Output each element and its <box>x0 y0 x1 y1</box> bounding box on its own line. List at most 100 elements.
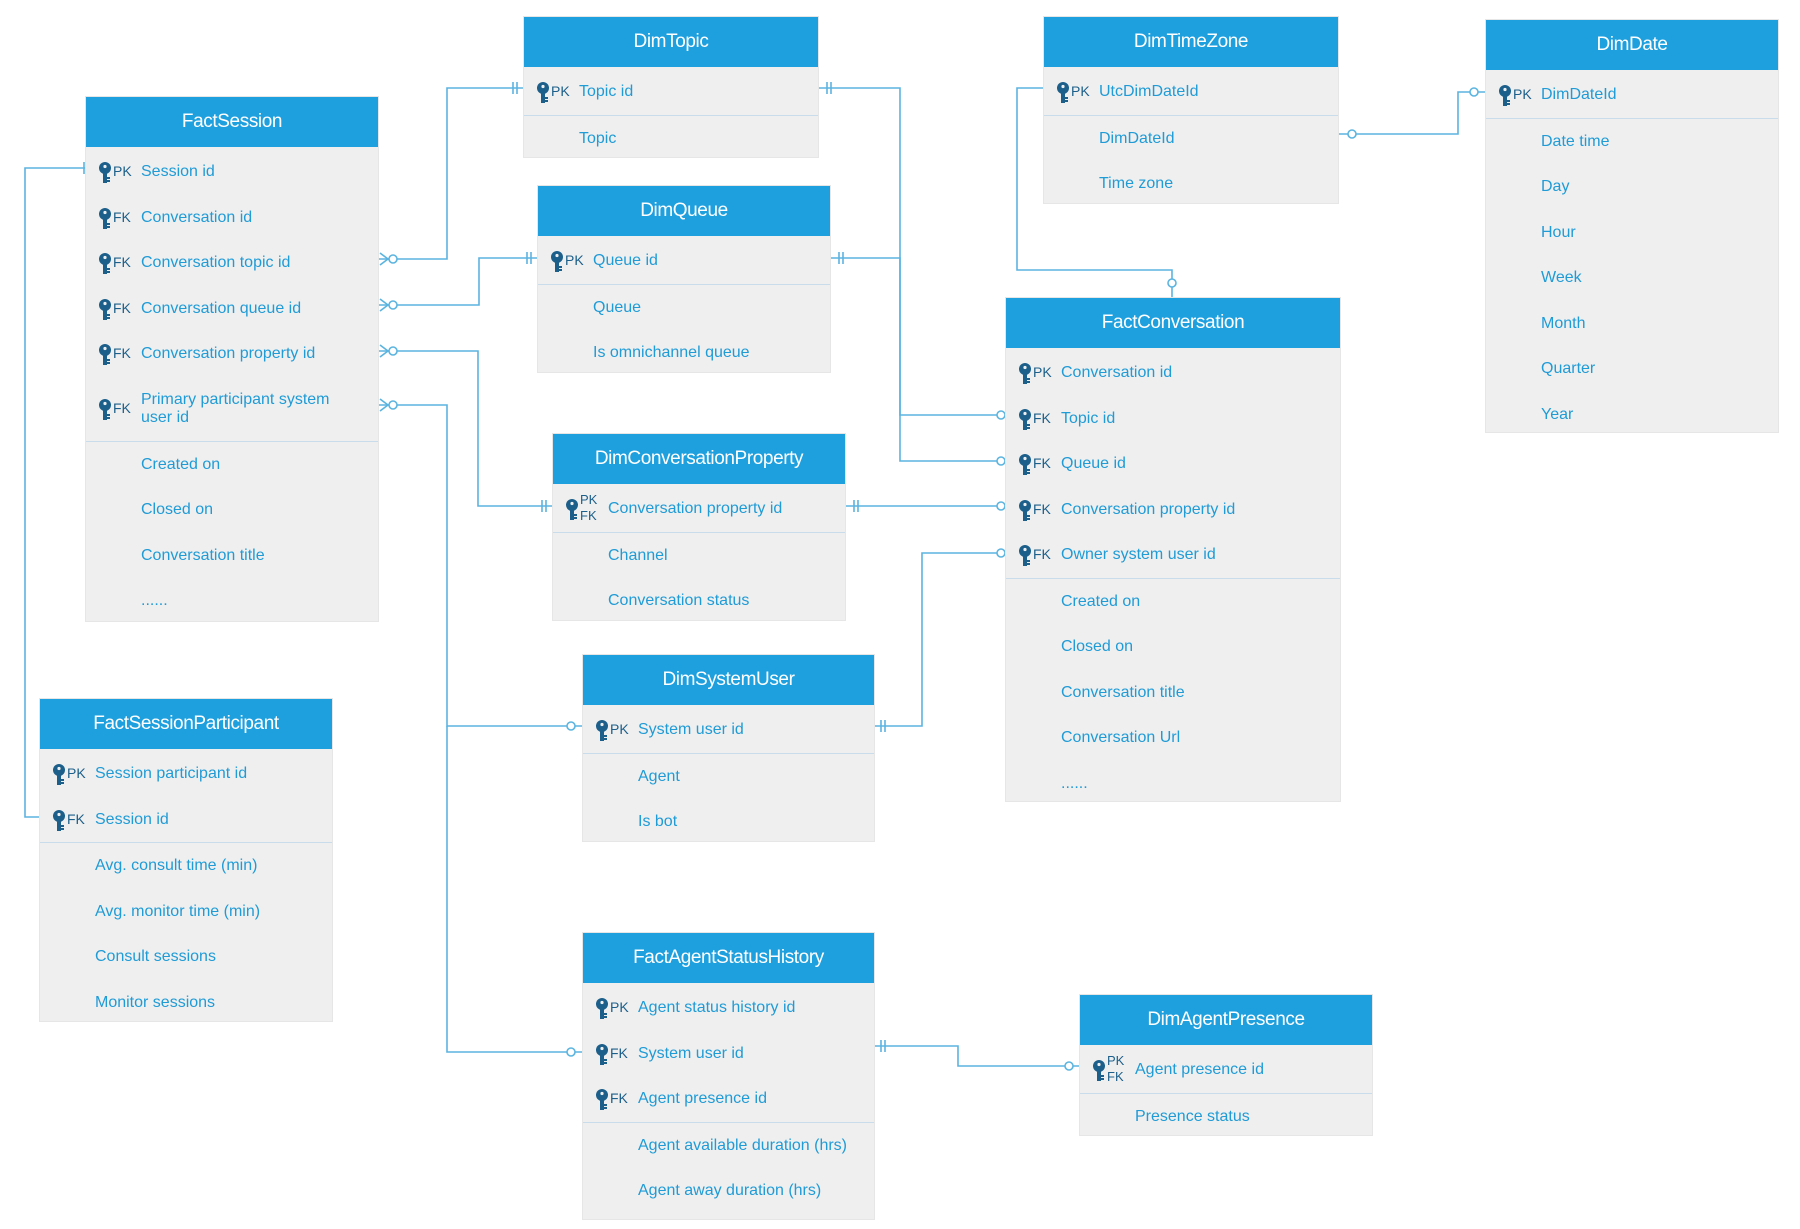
field-row[interactable]: Topic <box>524 116 818 162</box>
field-row[interactable]: Month <box>1486 301 1778 347</box>
field-name: Conversation id <box>141 208 253 226</box>
table-title: DimConversationProperty <box>553 434 845 484</box>
key-badge: FK <box>591 1076 637 1122</box>
key-tag: FK <box>113 254 131 270</box>
field-row[interactable]: Queue <box>538 285 830 331</box>
field-row[interactable]: Quarter <box>1486 346 1778 392</box>
connector-session-queue <box>378 257 538 306</box>
field-name: ...... <box>1061 774 1088 792</box>
key-tag: FK <box>1033 409 1051 426</box>
field-row[interactable]: FK Primary participant system user id <box>86 377 378 442</box>
field-name: Primary participant system user id <box>141 390 330 426</box>
field-row[interactable]: Conversation Url <box>1006 715 1340 761</box>
field-row[interactable]: Channel <box>553 533 845 579</box>
field-row[interactable]: Day <box>1486 164 1778 210</box>
field-row[interactable]: Hour <box>1486 210 1778 256</box>
key-badge: FK <box>94 240 140 286</box>
field-row[interactable]: Conversation status <box>553 578 845 624</box>
key-tag: PK FK <box>1107 1053 1125 1084</box>
field-row[interactable]: Time zone <box>1044 161 1338 207</box>
field-name: System user id <box>638 1044 744 1062</box>
field-name: Queue id <box>1061 455 1126 472</box>
field-row[interactable]: Is bot <box>583 799 874 845</box>
field-row[interactable]: Avg. consult time (min) <box>40 843 332 889</box>
field-row[interactable]: Agent away duration (hrs) <box>583 1168 874 1214</box>
field-name: Session participant id <box>95 765 248 782</box>
key-badge: PK <box>532 69 578 115</box>
field-row[interactable]: Conversation title <box>86 533 378 579</box>
key-tag: PK <box>610 721 629 737</box>
key-badge: FK <box>1014 441 1060 487</box>
field-row[interactable]: Conversation title <box>1006 670 1340 716</box>
field-row[interactable]: ...... <box>86 578 378 624</box>
key-icon <box>550 251 564 273</box>
field-row[interactable]: PK FK Agent presence id <box>1080 1047 1372 1094</box>
key-tag: FK <box>113 399 131 416</box>
key-tag: PK <box>1033 364 1052 380</box>
field-row[interactable]: Presence status <box>1080 1094 1372 1140</box>
field-row[interactable]: Year <box>1486 392 1778 438</box>
field-row[interactable]: Created on <box>86 442 378 488</box>
field-row[interactable]: Agent available duration (hrs) <box>583 1123 874 1169</box>
table-title: FactConversation <box>1006 298 1340 348</box>
key-tag: FK <box>1033 546 1051 562</box>
key-icon <box>565 499 579 521</box>
field-row[interactable]: Avg. monitor time (min) <box>40 889 332 935</box>
field-row[interactable]: DimDateId <box>1044 116 1338 162</box>
field-name: Agent presence id <box>638 1090 767 1107</box>
field-row[interactable]: Created on <box>1006 579 1340 625</box>
field-row[interactable]: Consult sessions <box>40 934 332 980</box>
field-row[interactable]: Week <box>1486 255 1778 301</box>
table-title: DimDate <box>1486 20 1778 70</box>
field-row[interactable]: Monitor sessions <box>40 980 332 1026</box>
field-row[interactable]: Date time <box>1486 119 1778 165</box>
key-badge: FK <box>94 377 140 441</box>
field-row[interactable]: Closed on <box>86 487 378 533</box>
field-name: Agent presence id <box>1135 1061 1264 1078</box>
connector-timezone-date <box>1338 91 1486 135</box>
field-name: Closed on <box>141 501 214 518</box>
field-name: Channel <box>608 546 668 564</box>
key-icon <box>1018 545 1032 567</box>
field-name: Closed on <box>1061 638 1134 655</box>
field-row[interactable]: Is omnichannel queue <box>538 330 830 376</box>
field-row[interactable]: Agent <box>583 754 874 800</box>
field-name: Conversation title <box>141 546 265 564</box>
field-name: Session id <box>95 810 169 828</box>
field-row[interactable]: Closed on <box>1006 624 1340 670</box>
field-name: Conversation property id <box>1061 500 1236 518</box>
field-row[interactable]: ...... <box>1006 761 1340 807</box>
